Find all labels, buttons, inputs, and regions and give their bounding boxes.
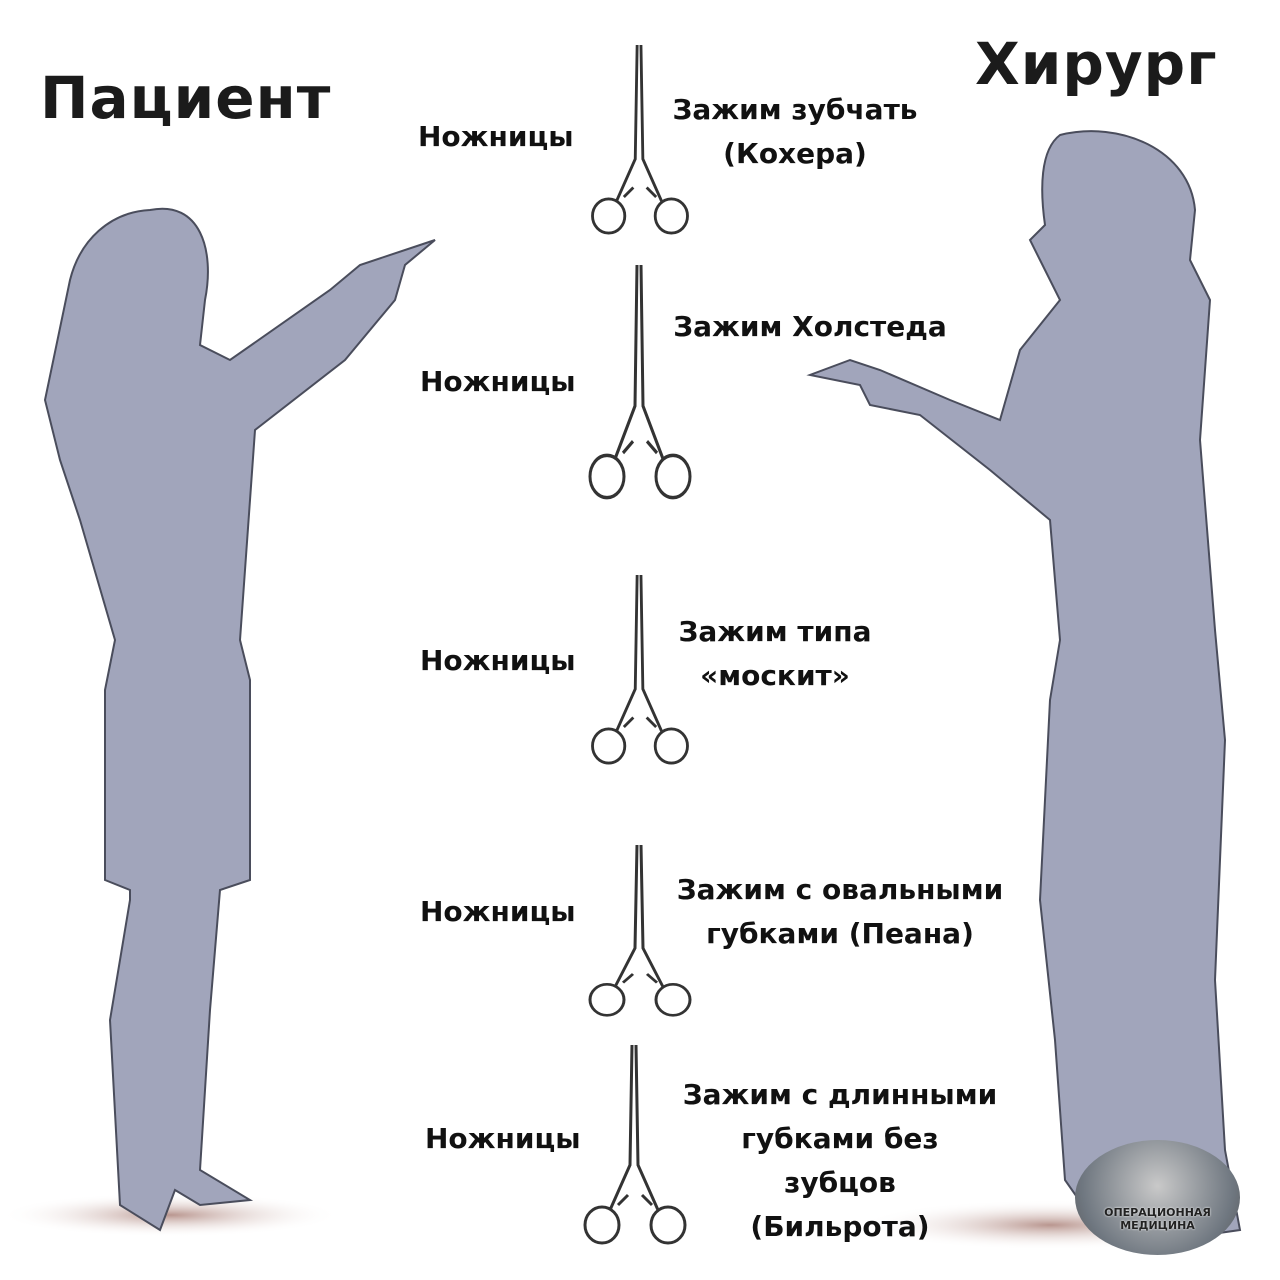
scissors-label-1: Ножницы (418, 120, 574, 153)
desc-line: Зажим с длинными (682, 1078, 998, 1111)
watermark-logo: ОПЕРАЦИОННАЯ МЕДИЦИНА (1075, 1140, 1240, 1255)
desc-line: Зажим Холстеда (673, 310, 947, 343)
patient-figure (43, 207, 436, 1232)
clamp-description-4: Зажим с овальными губками (Пеана) (655, 868, 1025, 956)
desc-line: губками (Пеана) (706, 917, 974, 950)
scissors-label-3: Ножницы (420, 644, 576, 677)
desc-line: Зажим типа (678, 615, 872, 648)
billroth-clamp-icon (580, 1045, 690, 1245)
desc-line: (Бильрота) (750, 1210, 930, 1243)
desc-line: Зажим с овальными (676, 873, 1004, 906)
desc-line: Зажим зубчать (672, 93, 918, 126)
watermark-line: ОПЕРАЦИОННАЯ (1104, 1206, 1211, 1219)
clamp-description-3: Зажим типа «москит» (665, 610, 885, 698)
clamp-description-5: Зажим с длинными губками без зубцов (Бил… (660, 1073, 1020, 1249)
patient-title: Пациент (40, 64, 332, 132)
surgeon-title: Хирург (975, 30, 1218, 98)
scissors-label-2: Ножницы (420, 365, 576, 398)
scissors-label-5: Ножницы (425, 1122, 581, 1155)
halsted-clamp-icon (585, 265, 695, 500)
watermark-line: МЕДИЦИНА (1120, 1219, 1195, 1232)
desc-line: «москит» (700, 659, 850, 692)
desc-line: (Кохера) (723, 137, 867, 170)
scissors-label-4: Ножницы (420, 895, 576, 928)
pean-clamp-icon (585, 845, 695, 1017)
kocher-clamp-icon (585, 45, 695, 235)
desc-line: зубцов (784, 1166, 896, 1199)
clamp-description-2: Зажим Холстеда (655, 305, 965, 349)
desc-line: губками без (741, 1122, 939, 1155)
mosquito-clamp-icon (585, 575, 695, 765)
clamp-description-1: Зажим зубчать (Кохера) (650, 88, 940, 176)
surgeon-figure (806, 130, 1242, 1242)
